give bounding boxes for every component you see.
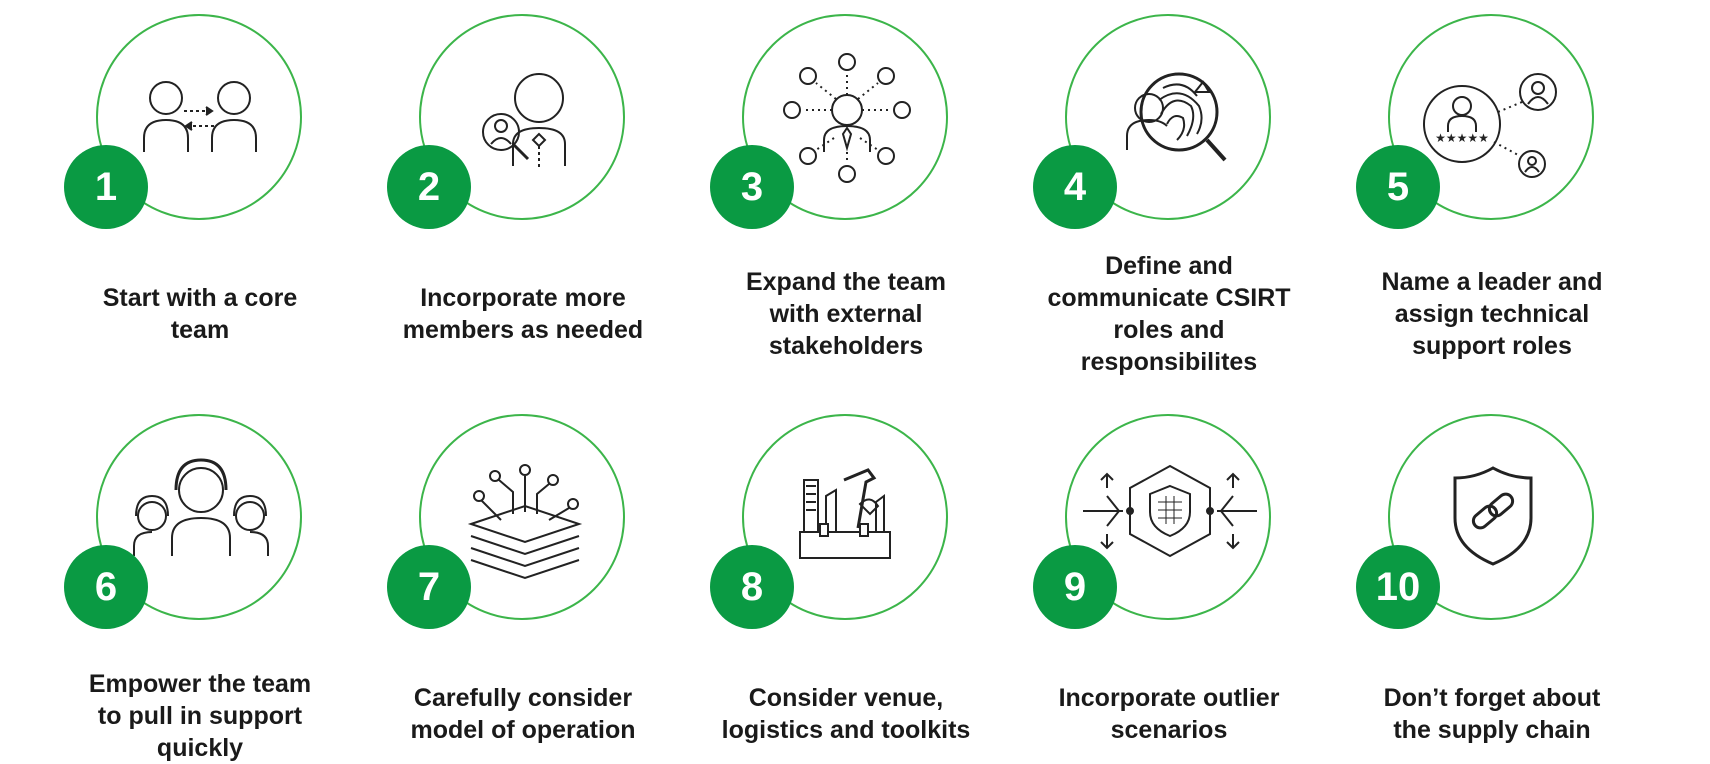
step-number-badge: 2 [387, 145, 471, 229]
add-member-search-icon [482, 73, 566, 168]
shield-hexagon-arrows-icon [1083, 464, 1257, 558]
step-label: Consider venue,logistics and toolkits [721, 684, 971, 744]
step-number-badge: 7 [387, 545, 471, 629]
step-number-badge: 10 [1356, 545, 1440, 629]
step-number-badge: 5 [1356, 145, 1440, 229]
step-circle [1065, 414, 1271, 620]
step-number-badge: 3 [710, 145, 794, 229]
two-people-exchange-icon [143, 81, 257, 152]
network-stakeholders-icon [783, 53, 911, 183]
svg-text:★★★★★: ★★★★★ [1435, 131, 1489, 145]
shield-chain-link-icon [1453, 466, 1533, 566]
fingerprint-magnifier-icon [1126, 72, 1227, 162]
step-number-badge: 4 [1033, 145, 1117, 229]
step-number-badge: 1 [64, 145, 148, 229]
leader-rating-icon: ★★★★★ [1423, 73, 1557, 178]
headset-team-icon [133, 458, 269, 556]
step-number-badge: 6 [64, 545, 148, 629]
step-number-badge: 8 [710, 545, 794, 629]
step-number-badge: 9 [1033, 545, 1117, 629]
toolbox-icon [799, 468, 891, 559]
layered-circuit-icon [467, 464, 583, 580]
